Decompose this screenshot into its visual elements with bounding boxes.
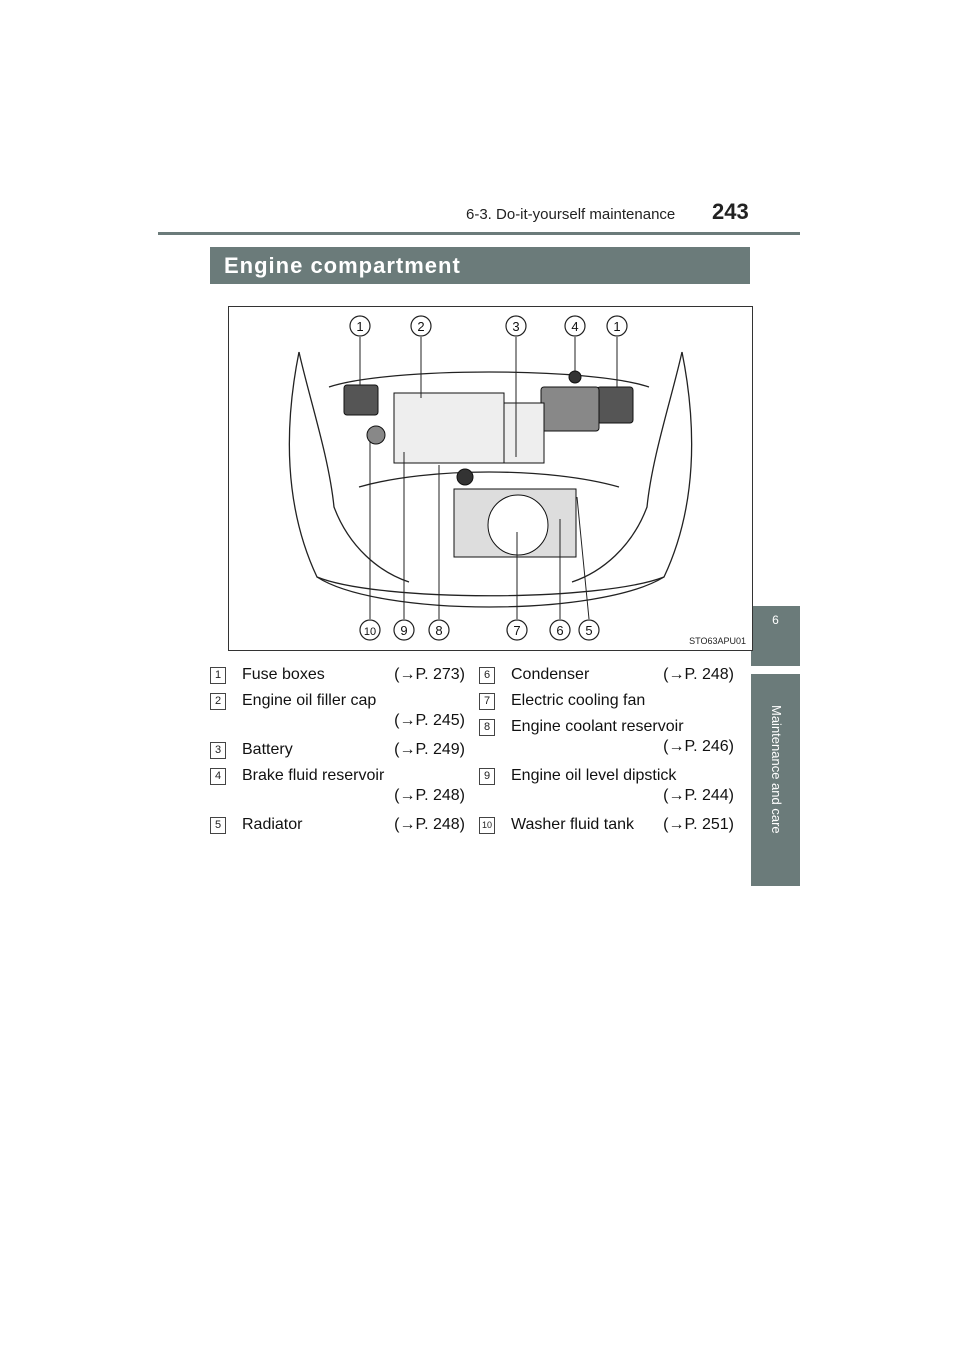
callouts-top: 1 2 3 4 1 bbox=[349, 315, 628, 337]
callouts-bottom: 10 9 8 7 6 5 bbox=[359, 619, 600, 641]
callout-leaders bbox=[359, 337, 618, 620]
engine-components bbox=[343, 370, 634, 558]
legend-label: Engine oil filler cap bbox=[242, 692, 377, 709]
fuse-box-right bbox=[596, 386, 634, 424]
section-title: Engine compartment bbox=[224, 253, 461, 278]
legend-item: 4 Brake fluid reservoir (→P. 248) bbox=[210, 767, 465, 807]
callout-label: 9 bbox=[400, 623, 407, 638]
chapter-title: Maintenance and care bbox=[769, 705, 784, 834]
callout-label: 1 bbox=[356, 319, 363, 334]
figure-code: STO63APU01 bbox=[689, 636, 746, 646]
engine-illustration: 1 2 3 4 1 10 9 8 7 6 5 bbox=[288, 315, 693, 641]
legend-item: 5 Radiator (→P. 248) bbox=[210, 816, 465, 838]
page-reference: (→P. 248) bbox=[394, 816, 465, 833]
legend-item: 1 Fuse boxes (→P. 273) bbox=[210, 666, 465, 688]
fuse-box-left bbox=[343, 384, 379, 416]
legend-item: 7 Electric cooling fan bbox=[479, 692, 734, 714]
callout-label: 10 bbox=[364, 626, 376, 638]
callout-label: 4 bbox=[571, 319, 578, 334]
chapter-tab-body bbox=[751, 674, 800, 886]
page-reference: (→P. 248) bbox=[394, 787, 465, 804]
legend-number: 3 bbox=[210, 742, 226, 759]
legend-label: Condenser bbox=[511, 666, 590, 683]
legend-label: Battery bbox=[242, 741, 293, 758]
header-section-title: 6-3. Do-it-yourself maintenance bbox=[466, 206, 676, 223]
legend-number: 9 bbox=[479, 768, 495, 785]
legend-item: 2 Engine oil filler cap (→P. 245) bbox=[210, 692, 465, 732]
engine-block bbox=[393, 392, 505, 464]
legend-item: 6 Condenser (→P. 248) bbox=[479, 666, 734, 688]
callout-label: 8 bbox=[435, 623, 442, 638]
legend-item: 8 Engine coolant reservoir (→P. 246) bbox=[479, 718, 734, 758]
callout-label: 5 bbox=[585, 623, 592, 638]
legend-number: 10 bbox=[479, 817, 495, 834]
page-reference: (→P. 245) bbox=[394, 712, 465, 729]
legend-label: Washer fluid tank bbox=[511, 816, 635, 833]
legend-right-column: 6 Condenser (→P. 248) 7 Electric cooling… bbox=[479, 666, 734, 846]
callout-label: 6 bbox=[556, 623, 563, 638]
legend-label: Engine coolant reservoir bbox=[511, 718, 684, 735]
legend-label: Fuse boxes bbox=[242, 666, 325, 683]
legend-number: 1 bbox=[210, 667, 226, 684]
brake-fluid-cap bbox=[568, 370, 582, 384]
legend-label: Radiator bbox=[242, 816, 303, 833]
page-reference: (→P. 244) bbox=[663, 787, 734, 804]
legend-number: 7 bbox=[479, 693, 495, 710]
legend-item: 3 Battery (→P. 249) bbox=[210, 741, 465, 763]
legend-number: 2 bbox=[210, 693, 226, 710]
section-banner: Engine compartment bbox=[210, 247, 750, 284]
legend-label: Engine oil level dipstick bbox=[511, 767, 677, 784]
page-reference: (→P. 246) bbox=[663, 738, 734, 755]
chapter-number: 6 bbox=[772, 613, 779, 627]
legend-left-column: 1 Fuse boxes (→P. 273) 2 Engine oil fill… bbox=[210, 666, 465, 846]
callout-label: 7 bbox=[513, 623, 520, 638]
chapter-tab: 6 bbox=[751, 606, 800, 666]
legend-number: 4 bbox=[210, 768, 226, 785]
intake bbox=[503, 402, 545, 464]
legend-label: Electric cooling fan bbox=[511, 692, 646, 709]
battery bbox=[540, 386, 600, 432]
page-reference: (→P. 249) bbox=[394, 741, 465, 758]
legend-number: 6 bbox=[479, 667, 495, 684]
callout-label: 1 bbox=[613, 319, 620, 334]
page-reference: (→P. 251) bbox=[663, 816, 734, 833]
callout-label: 3 bbox=[512, 319, 519, 334]
legend-number: 5 bbox=[210, 817, 226, 834]
legend-label: Brake fluid reservoir bbox=[242, 767, 385, 784]
coolant-cap bbox=[456, 468, 474, 486]
page-reference: (→P. 273) bbox=[394, 666, 465, 683]
page-number: 243 bbox=[712, 199, 749, 224]
legend-item: 10 Washer fluid tank (→P. 251) bbox=[479, 816, 734, 838]
callout-label: 2 bbox=[417, 319, 424, 334]
header-divider bbox=[158, 232, 800, 235]
legend-number: 8 bbox=[479, 719, 495, 736]
washer-tank-cap bbox=[366, 425, 386, 445]
engine-compartment-figure: 1 2 3 4 1 10 9 8 7 6 5 STO63APU01 bbox=[228, 306, 753, 651]
legend-item: 9 Engine oil level dipstick (→P. 244) bbox=[479, 767, 734, 807]
cooling-fan bbox=[487, 494, 549, 556]
page-reference: (→P. 248) bbox=[663, 666, 734, 683]
